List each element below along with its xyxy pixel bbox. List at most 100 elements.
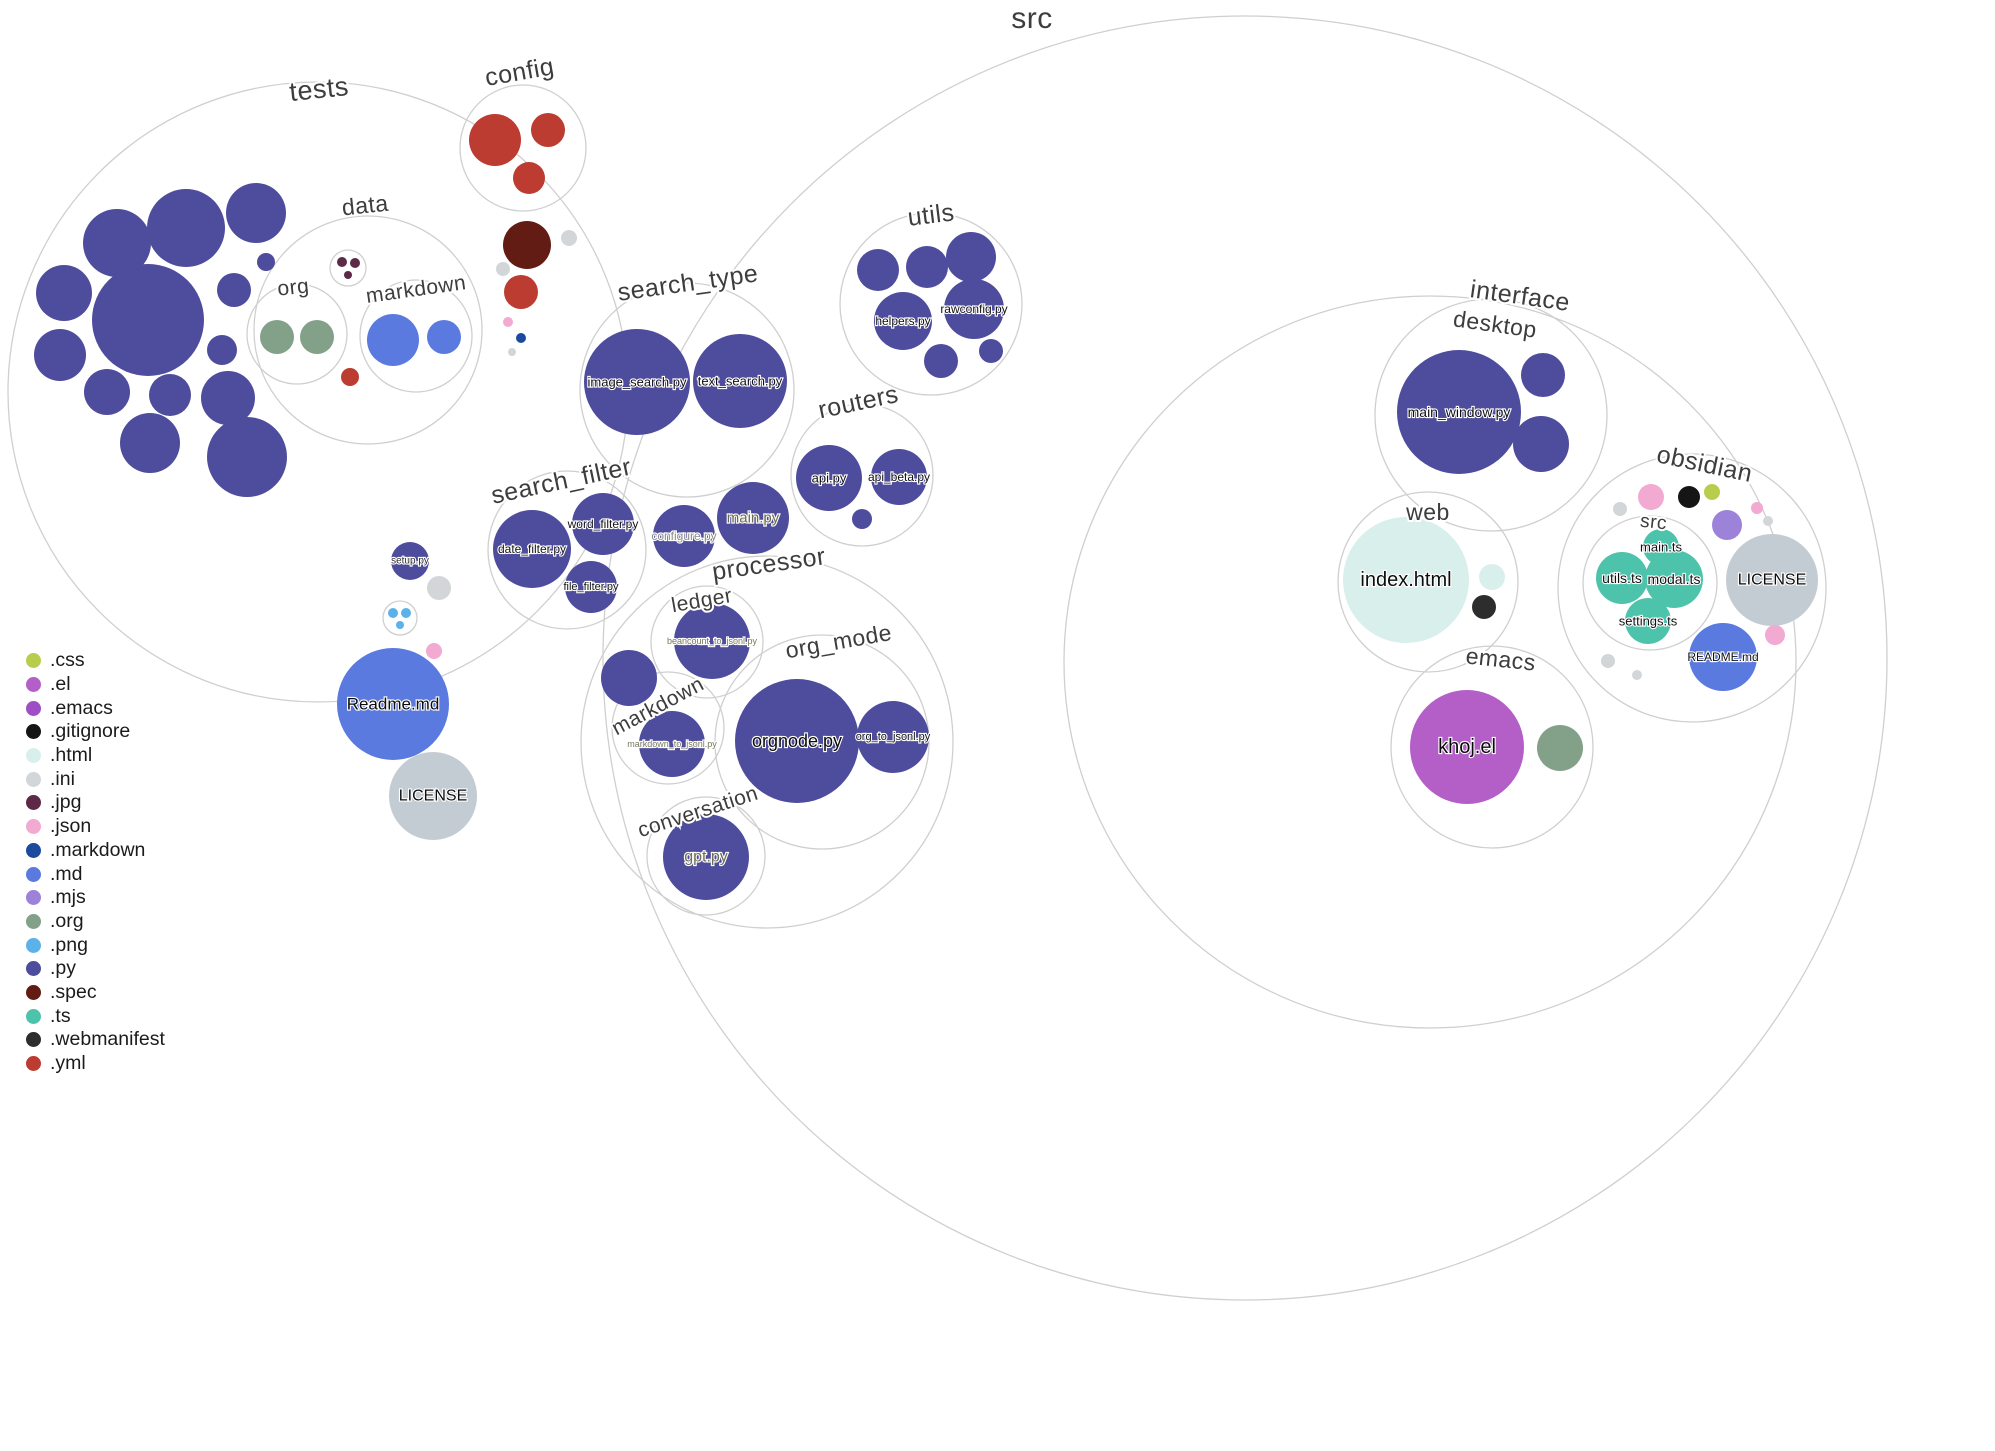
file-org-bubble[interactable] (300, 320, 334, 354)
file-configure.py[interactable] (653, 505, 715, 567)
folder-data[interactable] (253, 215, 483, 445)
file-json-bubble[interactable] (1751, 502, 1763, 514)
folder-interface[interactable] (1063, 295, 1797, 1029)
file-image_search.py[interactable] (584, 329, 690, 435)
file-yml-bubble[interactable] (504, 275, 538, 309)
file-jpg-bubble[interactable] (350, 258, 360, 268)
folder-utils[interactable] (839, 212, 1023, 396)
file-json-bubble[interactable] (1638, 484, 1664, 510)
file-khoj.el[interactable] (1410, 690, 1524, 804)
file-md-bubble[interactable] (367, 314, 419, 366)
file-webmanifest-bubble[interactable] (1472, 595, 1496, 619)
file-py-bubble[interactable] (147, 189, 225, 267)
file-file_filter.py[interactable] (565, 561, 617, 613)
folder-processor[interactable] (580, 555, 954, 929)
file-json-bubble[interactable] (503, 317, 513, 327)
file-main_window.py[interactable] (1397, 350, 1521, 474)
file-py-bubble[interactable] (257, 253, 275, 271)
folder-org_mode[interactable] (714, 634, 930, 850)
file-png-bubble[interactable] (401, 608, 411, 618)
file-py-bubble[interactable] (34, 329, 86, 381)
file-json-bubble[interactable] (1765, 625, 1785, 645)
file-index.html[interactable] (1343, 517, 1469, 643)
file-md-bubble[interactable] (427, 320, 461, 354)
file-py-bubble[interactable] (92, 264, 204, 376)
file-html-bubble[interactable] (1479, 564, 1505, 590)
file-spec-bubble[interactable] (503, 221, 551, 269)
file-LICENSE[interactable] (1726, 534, 1818, 626)
file-py-bubble[interactable] (120, 413, 180, 473)
folder-markdown[interactable] (611, 671, 725, 785)
folder-conversation[interactable] (646, 796, 766, 916)
folder-org[interactable] (246, 283, 348, 385)
file-py-bubble[interactable] (852, 509, 872, 529)
file-ini-bubble[interactable] (1763, 516, 1773, 526)
file-py-bubble[interactable] (906, 246, 948, 288)
folder-config[interactable] (459, 84, 587, 212)
file-py-bubble[interactable] (207, 417, 287, 497)
folder-src[interactable] (602, 15, 1888, 1301)
file-org_to_jsonl.py[interactable] (857, 701, 929, 773)
file-ini-bubble[interactable] (1613, 502, 1627, 516)
folder-markdown[interactable] (359, 279, 473, 393)
file-py-bubble[interactable] (979, 339, 1003, 363)
folder-ledger[interactable] (650, 585, 764, 699)
file-py-bubble[interactable] (84, 369, 130, 415)
file-py-bubble[interactable] (83, 209, 151, 277)
file-png-bubble[interactable] (388, 608, 398, 618)
file-py-bubble[interactable] (946, 232, 996, 282)
file-ini-bubble[interactable] (427, 576, 451, 600)
file-png-bubble[interactable] (396, 621, 404, 629)
file-gitignore-bubble[interactable] (1678, 486, 1700, 508)
folder-desktop[interactable] (1374, 298, 1608, 532)
file-org-bubble[interactable] (260, 320, 294, 354)
file-beancount_to_jsonl.py[interactable] (674, 603, 750, 679)
file-ini-bubble[interactable] (1632, 670, 1642, 680)
file-css-bubble[interactable] (1704, 484, 1720, 500)
file-py-bubble[interactable] (924, 344, 958, 378)
file-org-bubble[interactable] (1537, 725, 1583, 771)
file-orgnode.py[interactable] (735, 679, 859, 803)
file-Readme.md[interactable] (337, 648, 449, 760)
file-date_filter.py[interactable] (493, 510, 571, 588)
file-modal.ts[interactable] (1645, 550, 1703, 608)
file-ini-bubble[interactable] (496, 262, 510, 276)
file-yml-bubble[interactable] (513, 162, 545, 194)
folder-obsidian[interactable] (1557, 453, 1827, 723)
file-py-bubble[interactable] (36, 265, 92, 321)
file-py-bubble[interactable] (857, 249, 899, 291)
folder-routers[interactable] (790, 403, 934, 547)
file-py-bubble[interactable] (207, 335, 237, 365)
folder-assets[interactable] (382, 600, 418, 636)
folder-images[interactable] (329, 249, 367, 287)
file-markdown-bubble[interactable] (516, 333, 526, 343)
file-mjs-bubble[interactable] (1712, 510, 1742, 540)
folder-src[interactable] (1582, 515, 1718, 651)
file-utils.ts[interactable] (1596, 552, 1648, 604)
folder-web[interactable] (1337, 491, 1519, 673)
file-py-bubble[interactable] (601, 650, 657, 706)
folder-search_type[interactable] (579, 282, 795, 498)
file-setup.py[interactable] (391, 542, 429, 580)
folder-emacs[interactable] (1390, 645, 1594, 849)
file-jpg-bubble[interactable] (344, 271, 352, 279)
file-py-bubble[interactable] (149, 374, 191, 416)
file-api.py[interactable] (796, 445, 862, 511)
file-markdown_to_jsonl.py[interactable] (639, 711, 705, 777)
folder-search_filter[interactable] (487, 470, 647, 630)
file-py-bubble[interactable] (226, 183, 286, 243)
file-ini-bubble[interactable] (1601, 654, 1615, 668)
file-word_filter.py[interactable] (572, 493, 634, 555)
file-settings.ts[interactable] (1625, 598, 1671, 644)
file-helpers.py[interactable] (874, 292, 932, 350)
file-py-bubble[interactable] (1521, 353, 1565, 397)
file-main.py[interactable] (717, 482, 789, 554)
file-yml-bubble[interactable] (469, 114, 521, 166)
file-py-bubble[interactable] (201, 371, 255, 425)
file-README.md[interactable] (1689, 623, 1757, 691)
file-api_beta.py[interactable] (871, 449, 927, 505)
file-LICENSE[interactable] (389, 752, 477, 840)
file-json-bubble[interactable] (426, 643, 442, 659)
file-ini-bubble[interactable] (508, 348, 516, 356)
file-jpg-bubble[interactable] (337, 257, 347, 267)
